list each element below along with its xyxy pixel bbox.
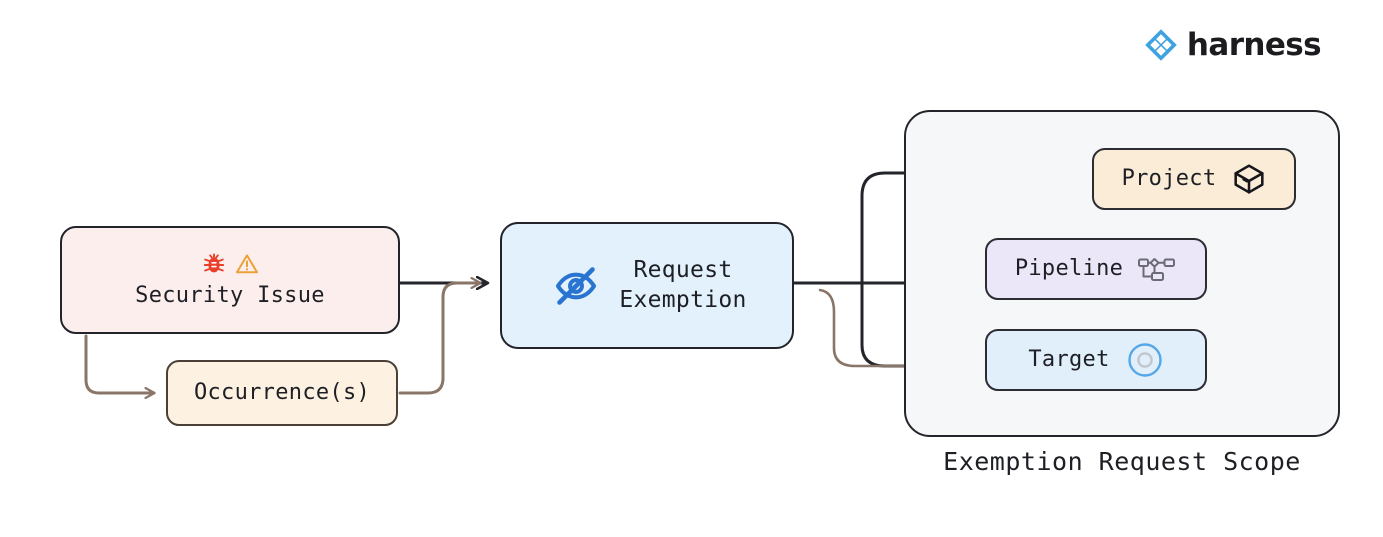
cube-box-icon bbox=[1232, 162, 1266, 196]
eye-off-icon bbox=[553, 263, 599, 309]
harness-brand-logo: harness bbox=[1144, 26, 1322, 63]
node-request-exemption-label-line2: Exemption bbox=[619, 286, 747, 313]
target-circle-icon bbox=[1126, 341, 1164, 379]
node-target[interactable]: Target bbox=[985, 329, 1207, 391]
node-occurrences[interactable]: Occurrence(s) bbox=[166, 360, 398, 426]
node-project[interactable]: Project bbox=[1092, 148, 1296, 210]
node-pipeline[interactable]: Pipeline bbox=[985, 238, 1207, 300]
node-pipeline-label: Pipeline bbox=[1014, 255, 1124, 281]
node-project-label: Project bbox=[1121, 165, 1217, 191]
node-request-exemption-label-line1: Request bbox=[633, 256, 733, 283]
security-issue-icon-row bbox=[202, 251, 259, 277]
edge-security-to-occurrences bbox=[84, 334, 154, 393]
node-target-label: Target bbox=[1028, 346, 1110, 372]
node-security-issue-label: Security Issue bbox=[135, 282, 325, 308]
warning-triangle-icon bbox=[235, 253, 258, 273]
pipeline-nodes-icon bbox=[1137, 254, 1177, 284]
edge-occurrences-to-request bbox=[398, 283, 480, 395]
harness-wordmark: harness bbox=[1186, 26, 1322, 63]
node-security-issue[interactable]: Security Issue bbox=[60, 226, 400, 334]
harness-diamond-logo-icon bbox=[1145, 29, 1177, 61]
bug-icon bbox=[203, 253, 224, 272]
node-occurrences-label: Occurrence(s) bbox=[193, 379, 371, 405]
exemption-request-scope-caption: Exemption Request Scope bbox=[943, 447, 1301, 476]
